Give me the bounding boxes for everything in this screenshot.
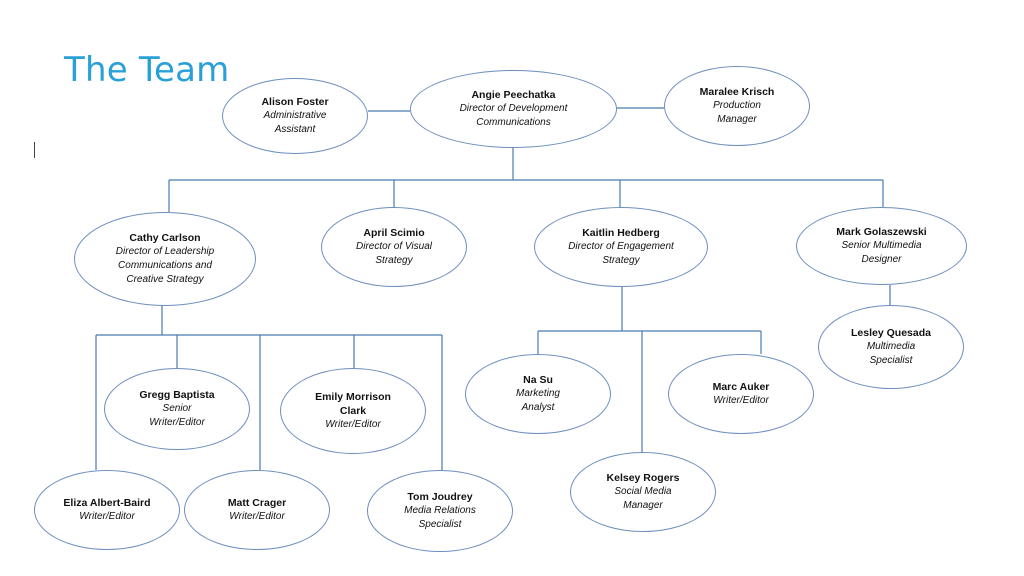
person-name: Gregg Baptista: [139, 389, 215, 401]
person-name: Matt Crager: [227, 497, 287, 509]
person-name: Kelsey Rogers: [606, 472, 680, 484]
person-role: Senior Multimedia Designer: [841, 240, 922, 265]
person-name: Eliza Albert-Baird: [63, 497, 151, 509]
person-node-mark-golaszewski: Mark Golaszewski Senior Multimedia Desig…: [796, 207, 967, 285]
person-role: Writer/Editor: [229, 511, 285, 522]
person-role: Senior Writer/Editor: [149, 403, 205, 428]
person-role: Director of Leadership Communications an…: [115, 246, 215, 285]
person-role: Social Media Manager: [614, 486, 672, 511]
person-role: Writer/Editor: [713, 395, 769, 406]
person-role: Writer/Editor: [79, 511, 135, 522]
person-role: Administrative Assistant: [263, 110, 327, 135]
person-name: Na Su: [523, 374, 553, 386]
person-node-angie-peechatka: Angie Peechatka Director of Development …: [410, 70, 617, 148]
person-node-kaitlin-hedberg: Kaitlin Hedberg Director of Engagement S…: [534, 207, 708, 287]
person-name: Emily Morrison Clark: [315, 391, 391, 417]
person-name: April Scimio: [363, 227, 425, 239]
person-role: Director of Engagement Strategy: [568, 241, 674, 266]
person-name: Lesley Quesada: [851, 327, 931, 339]
person-node-maralee-krisch: Maralee Krisch Production Manager: [664, 66, 810, 146]
person-node-kelsey-rogers: Kelsey Rogers Social Media Manager: [570, 452, 716, 532]
person-node-eliza-albert-baird: Eliza Albert-Baird Writer/Editor: [34, 470, 180, 550]
text-cursor: [34, 142, 35, 158]
person-node-alison-foster: Alison Foster Administrative Assistant: [222, 78, 368, 154]
person-role: Director of Development Communications: [459, 103, 568, 128]
person-node-april-scimio: April Scimio Director of Visual Strategy: [321, 207, 467, 287]
person-role: Multimedia Specialist: [866, 341, 916, 366]
person-name: Marc Auker: [712, 381, 770, 393]
person-node-marc-auker: Marc Auker Writer/Editor: [668, 354, 814, 434]
person-role: Production Manager: [713, 100, 761, 125]
person-node-na-su: Na Su Marketing Analyst: [465, 354, 611, 434]
slide-title: The Team: [64, 50, 230, 90]
person-node-gregg-baptista: Gregg Baptista Senior Writer/Editor: [104, 368, 250, 450]
person-node-matt-crager: Matt Crager Writer/Editor: [184, 470, 330, 550]
person-name: Mark Golaszewski: [836, 226, 927, 238]
person-node-tom-joudrey: Tom Joudrey Media Relations Specialist: [367, 470, 513, 552]
person-name: Kaitlin Hedberg: [582, 227, 660, 239]
person-node-lesley-quesada: Lesley Quesada Multimedia Specialist: [818, 305, 964, 389]
person-name: Angie Peechatka: [471, 89, 556, 101]
person-node-emily-morrison-clark: Emily Morrison Clark Writer/Editor: [280, 368, 426, 454]
person-node-cathy-carlson: Cathy Carlson Director of Leadership Com…: [74, 212, 256, 306]
person-role: Director of Visual Strategy: [356, 241, 432, 266]
person-name: Alison Foster: [261, 96, 329, 108]
person-role: Media Relations Specialist: [404, 505, 476, 530]
person-name: Tom Joudrey: [407, 491, 473, 503]
person-name: Maralee Krisch: [699, 86, 775, 98]
person-role: Writer/Editor: [325, 419, 381, 430]
person-role: Marketing Analyst: [516, 388, 560, 413]
person-name: Cathy Carlson: [129, 232, 201, 244]
